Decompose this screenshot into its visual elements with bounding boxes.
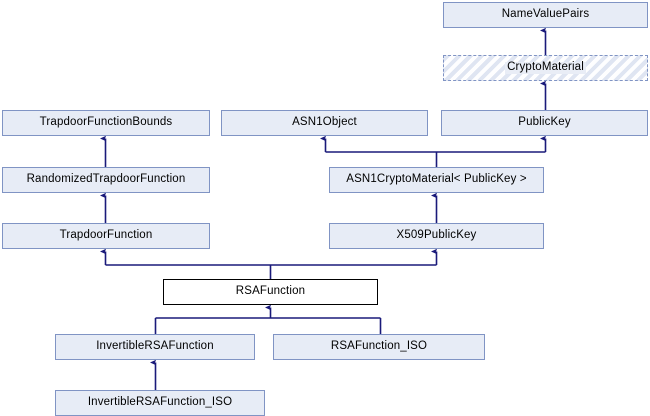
node-label: RSAFunction	[235, 285, 306, 298]
node-label: TrapdoorFunction	[59, 229, 153, 242]
node-label: TrapdoorFunctionBounds	[39, 116, 173, 129]
node-invertiblersafunction-iso[interactable]: InvertibleRSAFunction_ISO	[55, 390, 265, 416]
node-rsafunction[interactable]: RSAFunction	[163, 279, 378, 305]
node-label: PublicKey	[518, 116, 571, 129]
node-asn1cryptomaterial[interactable]: ASN1CryptoMaterial< PublicKey >	[329, 167, 544, 193]
node-x509publickey[interactable]: X509PublicKey	[329, 223, 544, 249]
node-invertiblersafunction[interactable]: InvertibleRSAFunction	[55, 334, 255, 360]
node-label: NameValuePairs	[501, 8, 590, 21]
node-label: InvertibleRSAFunction_ISO	[87, 396, 233, 409]
node-rsafunction-iso[interactable]: RSAFunction_ISO	[273, 334, 485, 360]
node-label: X509PublicKey	[396, 229, 477, 242]
node-label: CryptoMaterial	[505, 61, 586, 74]
node-label: RandomizedTrapdoorFunction	[26, 173, 186, 186]
node-label: RSAFunction_ISO	[330, 340, 428, 353]
node-cryptomaterial[interactable]: CryptoMaterial	[443, 55, 648, 81]
node-trapdoorfunction[interactable]: TrapdoorFunction	[2, 223, 210, 249]
node-randomizedtrapdoorfunction[interactable]: RandomizedTrapdoorFunction	[2, 167, 210, 193]
node-publickey[interactable]: PublicKey	[441, 110, 648, 136]
node-label: ASN1Object	[292, 116, 357, 129]
node-label: InvertibleRSAFunction	[96, 340, 214, 353]
node-label: ASN1CryptoMaterial< PublicKey >	[346, 173, 527, 186]
node-asn1object[interactable]: ASN1Object	[221, 110, 428, 136]
node-trapdoorfunctionbounds[interactable]: TrapdoorFunctionBounds	[2, 110, 210, 136]
node-namevaluepairs[interactable]: NameValuePairs	[443, 2, 648, 28]
